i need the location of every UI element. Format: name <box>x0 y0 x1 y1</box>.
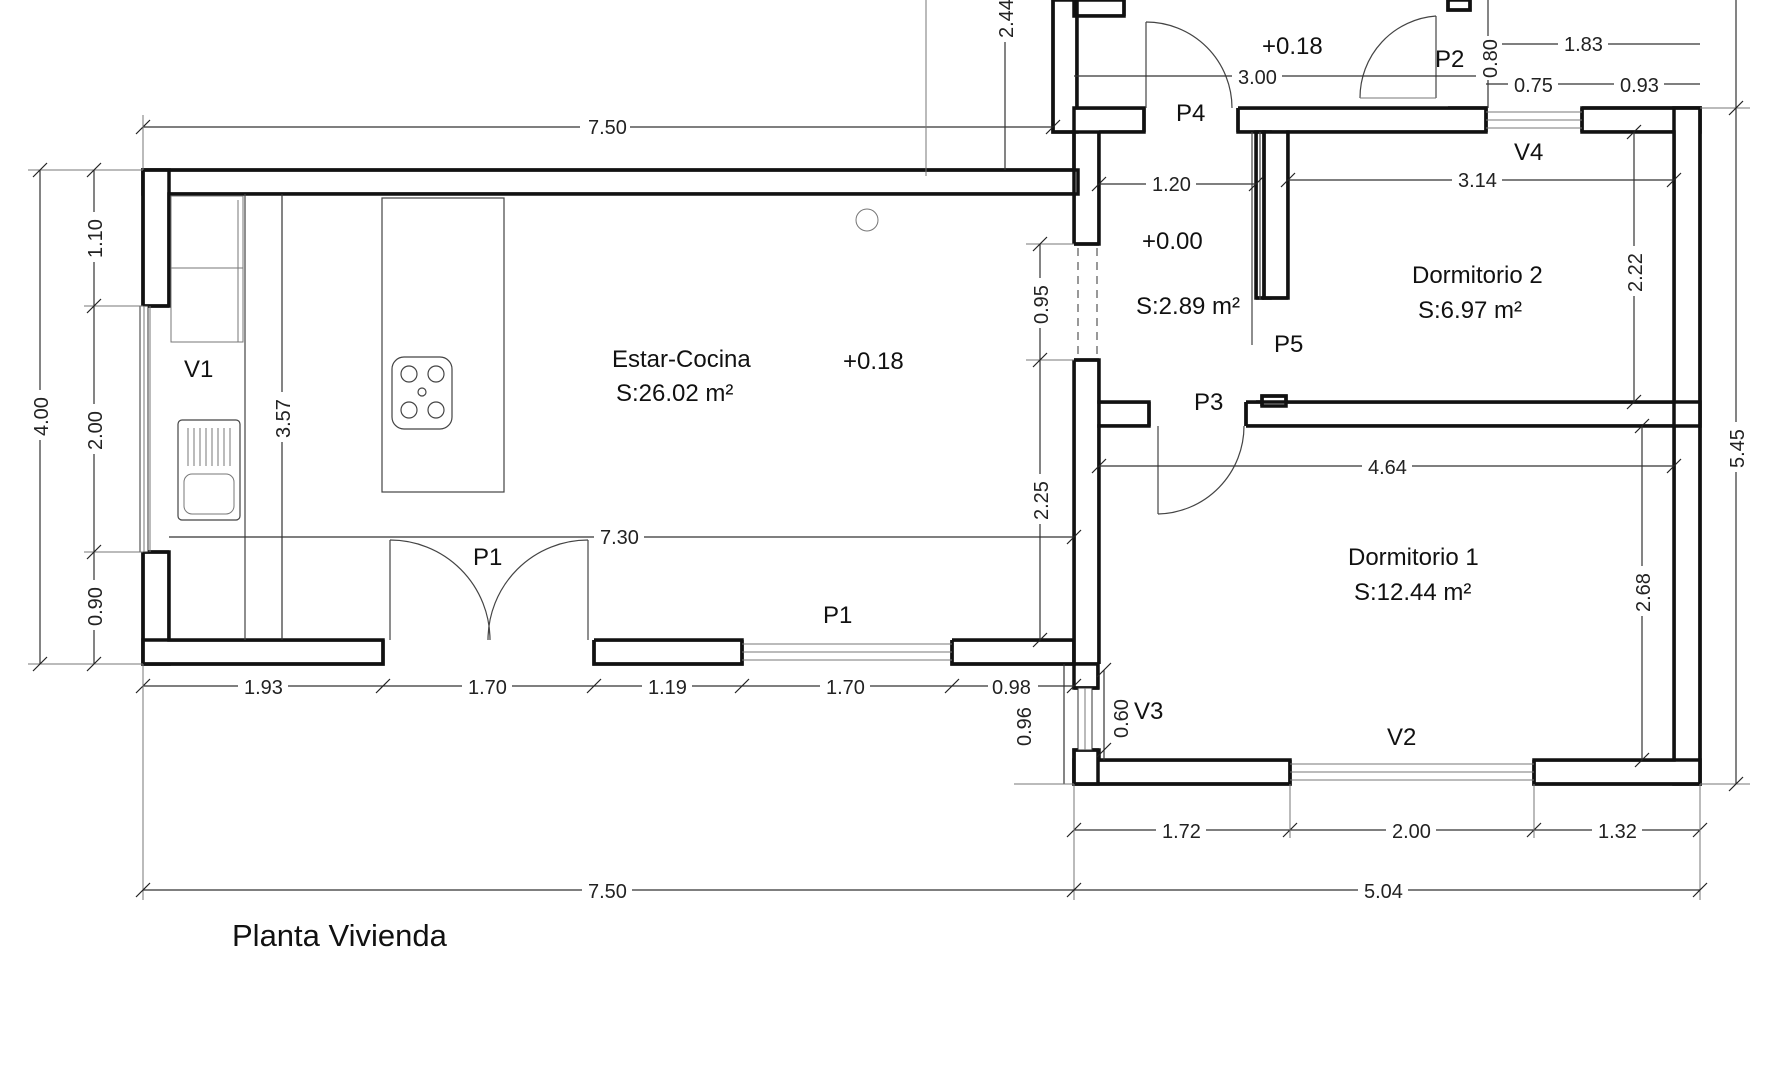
dim-top-overall: 7.50 <box>588 117 627 139</box>
room-name-dorm2: Dormitorio 2 <box>1412 262 1543 289</box>
wall-outlines <box>141 0 1702 786</box>
level-estar: +0.18 <box>843 348 904 375</box>
dim-bottom-right-a: 1.72 <box>1162 821 1201 843</box>
dim-v3-offset: 0.96 <box>1014 707 1036 746</box>
dim-bottom-right-b: 2.00 <box>1392 821 1431 843</box>
room-area-dorm1: S:12.44 m² <box>1354 579 1471 606</box>
dimension-labels: 7.50 2.44 3.00 1.83 0.75 0.93 0.80 4.00 … <box>27 0 1749 904</box>
dim-top-right-d: 0.93 <box>1620 75 1659 97</box>
label-p1-right: P1 <box>823 602 852 629</box>
sink-icon <box>177 419 241 521</box>
sink-drainboard <box>187 428 231 466</box>
dim-dorm1-width: 4.64 <box>1368 457 1407 479</box>
door-p4 <box>1145 21 1233 109</box>
dim-hall-width: 1.20 <box>1152 174 1191 196</box>
dim-right-overall: 5.45 <box>1727 429 1749 468</box>
dim-living-width: 7.30 <box>600 527 639 549</box>
window-v2 <box>1290 763 1534 781</box>
interior-fills <box>169 16 1674 760</box>
drawing-title: Planta Vivienda <box>232 918 448 953</box>
dim-v3-height: 0.60 <box>1111 699 1133 738</box>
dim-bottom-d: 1.70 <box>826 677 865 699</box>
label-p4: P4 <box>1176 100 1205 127</box>
label-p1-left: P1 <box>473 544 502 571</box>
dim-top-vertical: 2.44 <box>996 0 1018 38</box>
label-p5: P5 <box>1274 331 1303 358</box>
room-name-estar: Estar-Cocina <box>612 346 751 373</box>
window-p1-sliding <box>742 643 952 661</box>
room-area-hall: S:2.89 m² <box>1136 293 1240 320</box>
kitchen-island <box>381 197 505 493</box>
label-p3: P3 <box>1194 389 1223 416</box>
dim-bottom-e: 0.98 <box>992 677 1031 699</box>
dim-dorm2-height: 2.22 <box>1625 253 1647 292</box>
dim-top-right-b: 1.83 <box>1564 34 1603 56</box>
dim-partition-upper: 0.95 <box>1031 285 1053 324</box>
cooktop-icon <box>391 356 453 430</box>
dim-dorm2-width: 3.14 <box>1458 170 1497 192</box>
dim-bottom-c: 1.19 <box>648 677 687 699</box>
room-area-estar: S:26.02 m² <box>616 380 733 407</box>
room-labels: Estar-Cocina S:26.02 m² +0.18 +0.18 +0.0… <box>612 33 1543 606</box>
dim-top-right-a: 3.00 <box>1238 67 1277 89</box>
room-name-dorm1: Dormitorio 1 <box>1348 544 1479 571</box>
window-v3 <box>1077 687 1093 751</box>
door-p2 <box>1359 15 1437 99</box>
label-v1: V1 <box>184 356 213 383</box>
opening-dashed <box>1077 248 1098 356</box>
dim-partition-lower: 2.25 <box>1031 481 1053 520</box>
dim-kitchen-height: 3.57 <box>273 399 295 438</box>
dim-top-right-e: 0.80 <box>1480 39 1502 78</box>
door-p3 <box>1157 425 1245 515</box>
window-v4 <box>1486 111 1582 129</box>
label-v4: V4 <box>1514 139 1543 166</box>
window-v1 <box>139 305 151 553</box>
level-entry: +0.18 <box>1262 33 1323 60</box>
door-p5 <box>1251 132 1261 345</box>
light-point-icon <box>855 208 879 232</box>
doors <box>389 15 1437 641</box>
label-v2: V2 <box>1387 724 1416 751</box>
level-hall: +0.00 <box>1142 228 1203 255</box>
room-area-dorm2: S:6.97 m² <box>1418 297 1522 324</box>
dim-dorm1-height: 2.68 <box>1633 573 1655 612</box>
dim-left-mid: 2.00 <box>85 411 107 450</box>
dim-bottom-overall-right: 5.04 <box>1364 881 1403 903</box>
dim-left-overall: 4.00 <box>31 397 53 436</box>
dim-top-right-c: 0.75 <box>1514 75 1553 97</box>
dim-bottom-b: 1.70 <box>468 677 507 699</box>
opening-labels: P1 P1 P2 P3 P4 P5 V1 V2 V3 V4 <box>184 46 1543 751</box>
label-v3: V3 <box>1134 698 1163 725</box>
dim-bottom-overall-left: 7.50 <box>588 881 627 903</box>
windows <box>139 111 1582 781</box>
dim-bottom-right-c: 1.32 <box>1598 821 1637 843</box>
dim-left-lower: 0.90 <box>85 587 107 626</box>
dim-left-upper: 1.10 <box>85 219 107 258</box>
label-p2: P2 <box>1435 46 1464 73</box>
dim-bottom-a: 1.93 <box>244 677 283 699</box>
door-p1-double <box>389 539 589 641</box>
